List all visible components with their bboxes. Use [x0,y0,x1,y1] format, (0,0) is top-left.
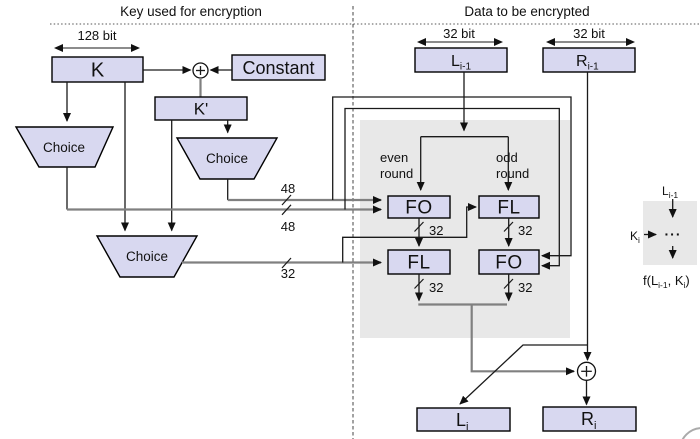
fo-even-out-width: 32 [429,223,443,238]
even-round-label-line1: even [380,150,408,165]
tick-48-lower [281,204,292,216]
fl-even-label: FL [407,253,430,274]
tick-fo-even-out [414,221,424,232]
left-section-title: Key used for encryption [120,4,262,19]
wire-f-output-to-xor [470,304,575,376]
key-section: 128 bit K Constant K' Choice Choice Choi… [14,28,572,281]
choice2-label: Choice [206,151,248,166]
key-width-label: 128 bit [77,28,116,43]
tick-32-fl [281,257,292,269]
xor-round-icon [576,361,597,381]
f-function-legend: Li-1 ··· Ki f(Li-1, Ki) [630,184,697,290]
round-function-panel [360,120,570,338]
fo-odd-box [478,249,540,275]
fl-odd-out-width: 32 [518,223,532,238]
legend-output-label: f(Li-1, Ki) [643,273,690,290]
even-round-label-line2: round [380,166,413,181]
fl-even-out-width: 32 [429,280,443,295]
legend-dots: ··· [665,226,682,242]
tick-48-upper [281,194,292,206]
r-input-box [542,47,636,73]
wire-key-route-inner [344,107,560,270]
r-width-label: 32 bit [573,26,605,41]
choice1-label: Choice [43,140,85,155]
wire-key-route-outer [332,96,572,260]
constant-box [231,54,326,81]
l-input-label: Li-1 [451,53,471,73]
l-output-label: Li [456,410,468,433]
xor-key-icon [192,62,209,79]
choice1-trapezoid [14,126,115,168]
fo-odd-out-width: 32 [518,280,532,295]
l-input-box [414,47,508,73]
section-separators [50,6,699,439]
k-box-label: K [91,60,105,82]
right-section-title: Data to be encrypted [464,4,589,19]
tick-fl-even-out [414,278,424,289]
wire-r-to-l-output [459,344,588,405]
k-prime-box-label: K' [194,100,209,119]
fo-odd-label: FO [495,253,522,274]
tick-fo-odd-out [503,278,514,289]
bus-48-upper-label: 48 [281,181,295,196]
constant-box-label: Constant [242,58,314,78]
choice2-trapezoid [175,137,279,180]
r-output-label: Ri [581,409,596,432]
fl-odd-label: FL [497,198,520,219]
odd-round-label-line1: odd [496,150,518,165]
k-prime-box [154,96,248,121]
bus-48-lower-label: 48 [281,219,295,234]
legend-key-label: Ki [630,229,640,245]
wire-kl-route-to-fl-odd [342,203,477,263]
r-input-label: Ri-1 [576,53,599,73]
r-output-box [542,406,637,432]
legend-input-label: Li-1 [662,184,678,200]
tick-fl-odd-out [503,221,514,232]
l-output-box [416,407,511,432]
fo-even-label: FO [405,198,432,219]
l-width-label: 32 bit [443,26,475,41]
odd-round-label-line2: round [496,166,529,181]
corner-arc-decoration [681,427,700,439]
choice3-trapezoid [95,235,199,278]
data-section: 32 bit 32 bit Li-1 Ri-1 even round odd r… [380,26,637,433]
choice3-label: Choice [126,249,168,264]
bus-32-fl-label: 32 [281,266,295,281]
k-box [51,56,144,83]
